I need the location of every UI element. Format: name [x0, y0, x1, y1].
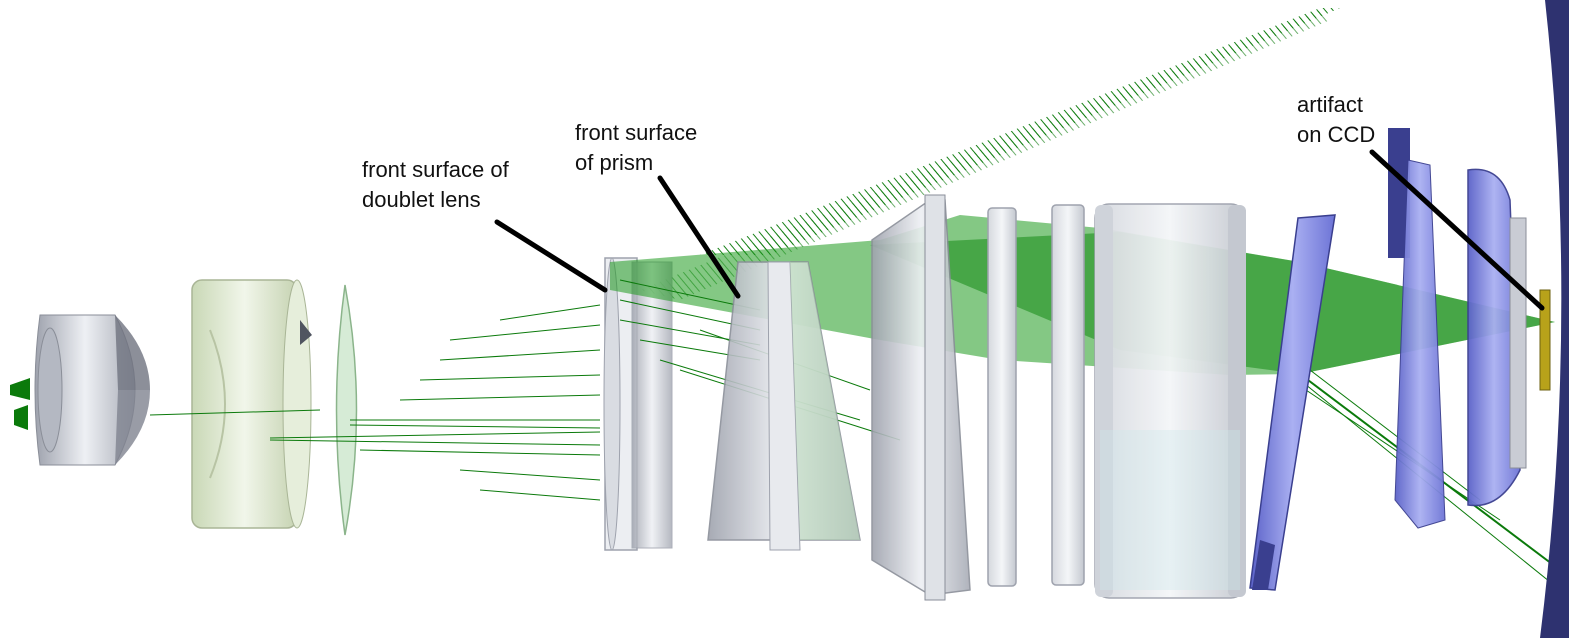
ccd-sensor: [1539, 289, 1551, 391]
doublet-annotation-line1: front surface of: [362, 157, 509, 182]
prism-annotation-line1: front surface: [575, 120, 698, 145]
prism-annotation: front surface of prism: [575, 118, 697, 178]
stray-ray-fan: [640, 8, 1340, 300]
doublet-annotation: front surface of doublet lens: [362, 155, 509, 215]
prism-annotation-line2: of prism: [575, 150, 654, 175]
prism-leader-line: [657, 175, 741, 299]
first-lens-group: [10, 314, 150, 466]
doublet-annotation-line2: doublet lens: [362, 187, 481, 212]
thin-meniscus-lens: [335, 284, 358, 536]
doublet-lens: [603, 257, 673, 551]
grey-cylinder-lens: [871, 194, 971, 601]
large-barrel-lens: [1094, 203, 1246, 599]
prism: [707, 261, 861, 551]
ccd-annotation-line1: artifact: [1297, 92, 1364, 117]
ccd-annotation: artifact on CCD: [1297, 90, 1375, 150]
ccd-annotation-line2: on CCD: [1297, 122, 1376, 147]
detector-housing: [1540, 0, 1569, 638]
annotation-leaders: [494, 149, 1545, 311]
window-plates: [987, 204, 1085, 587]
doublet-leader-line: [494, 219, 608, 293]
cylinder-lens: [191, 279, 312, 529]
ccd-leader-line: [1369, 149, 1545, 311]
scattered-rays-left: [149, 304, 601, 501]
blue-tilted-plate: [1249, 214, 1336, 591]
